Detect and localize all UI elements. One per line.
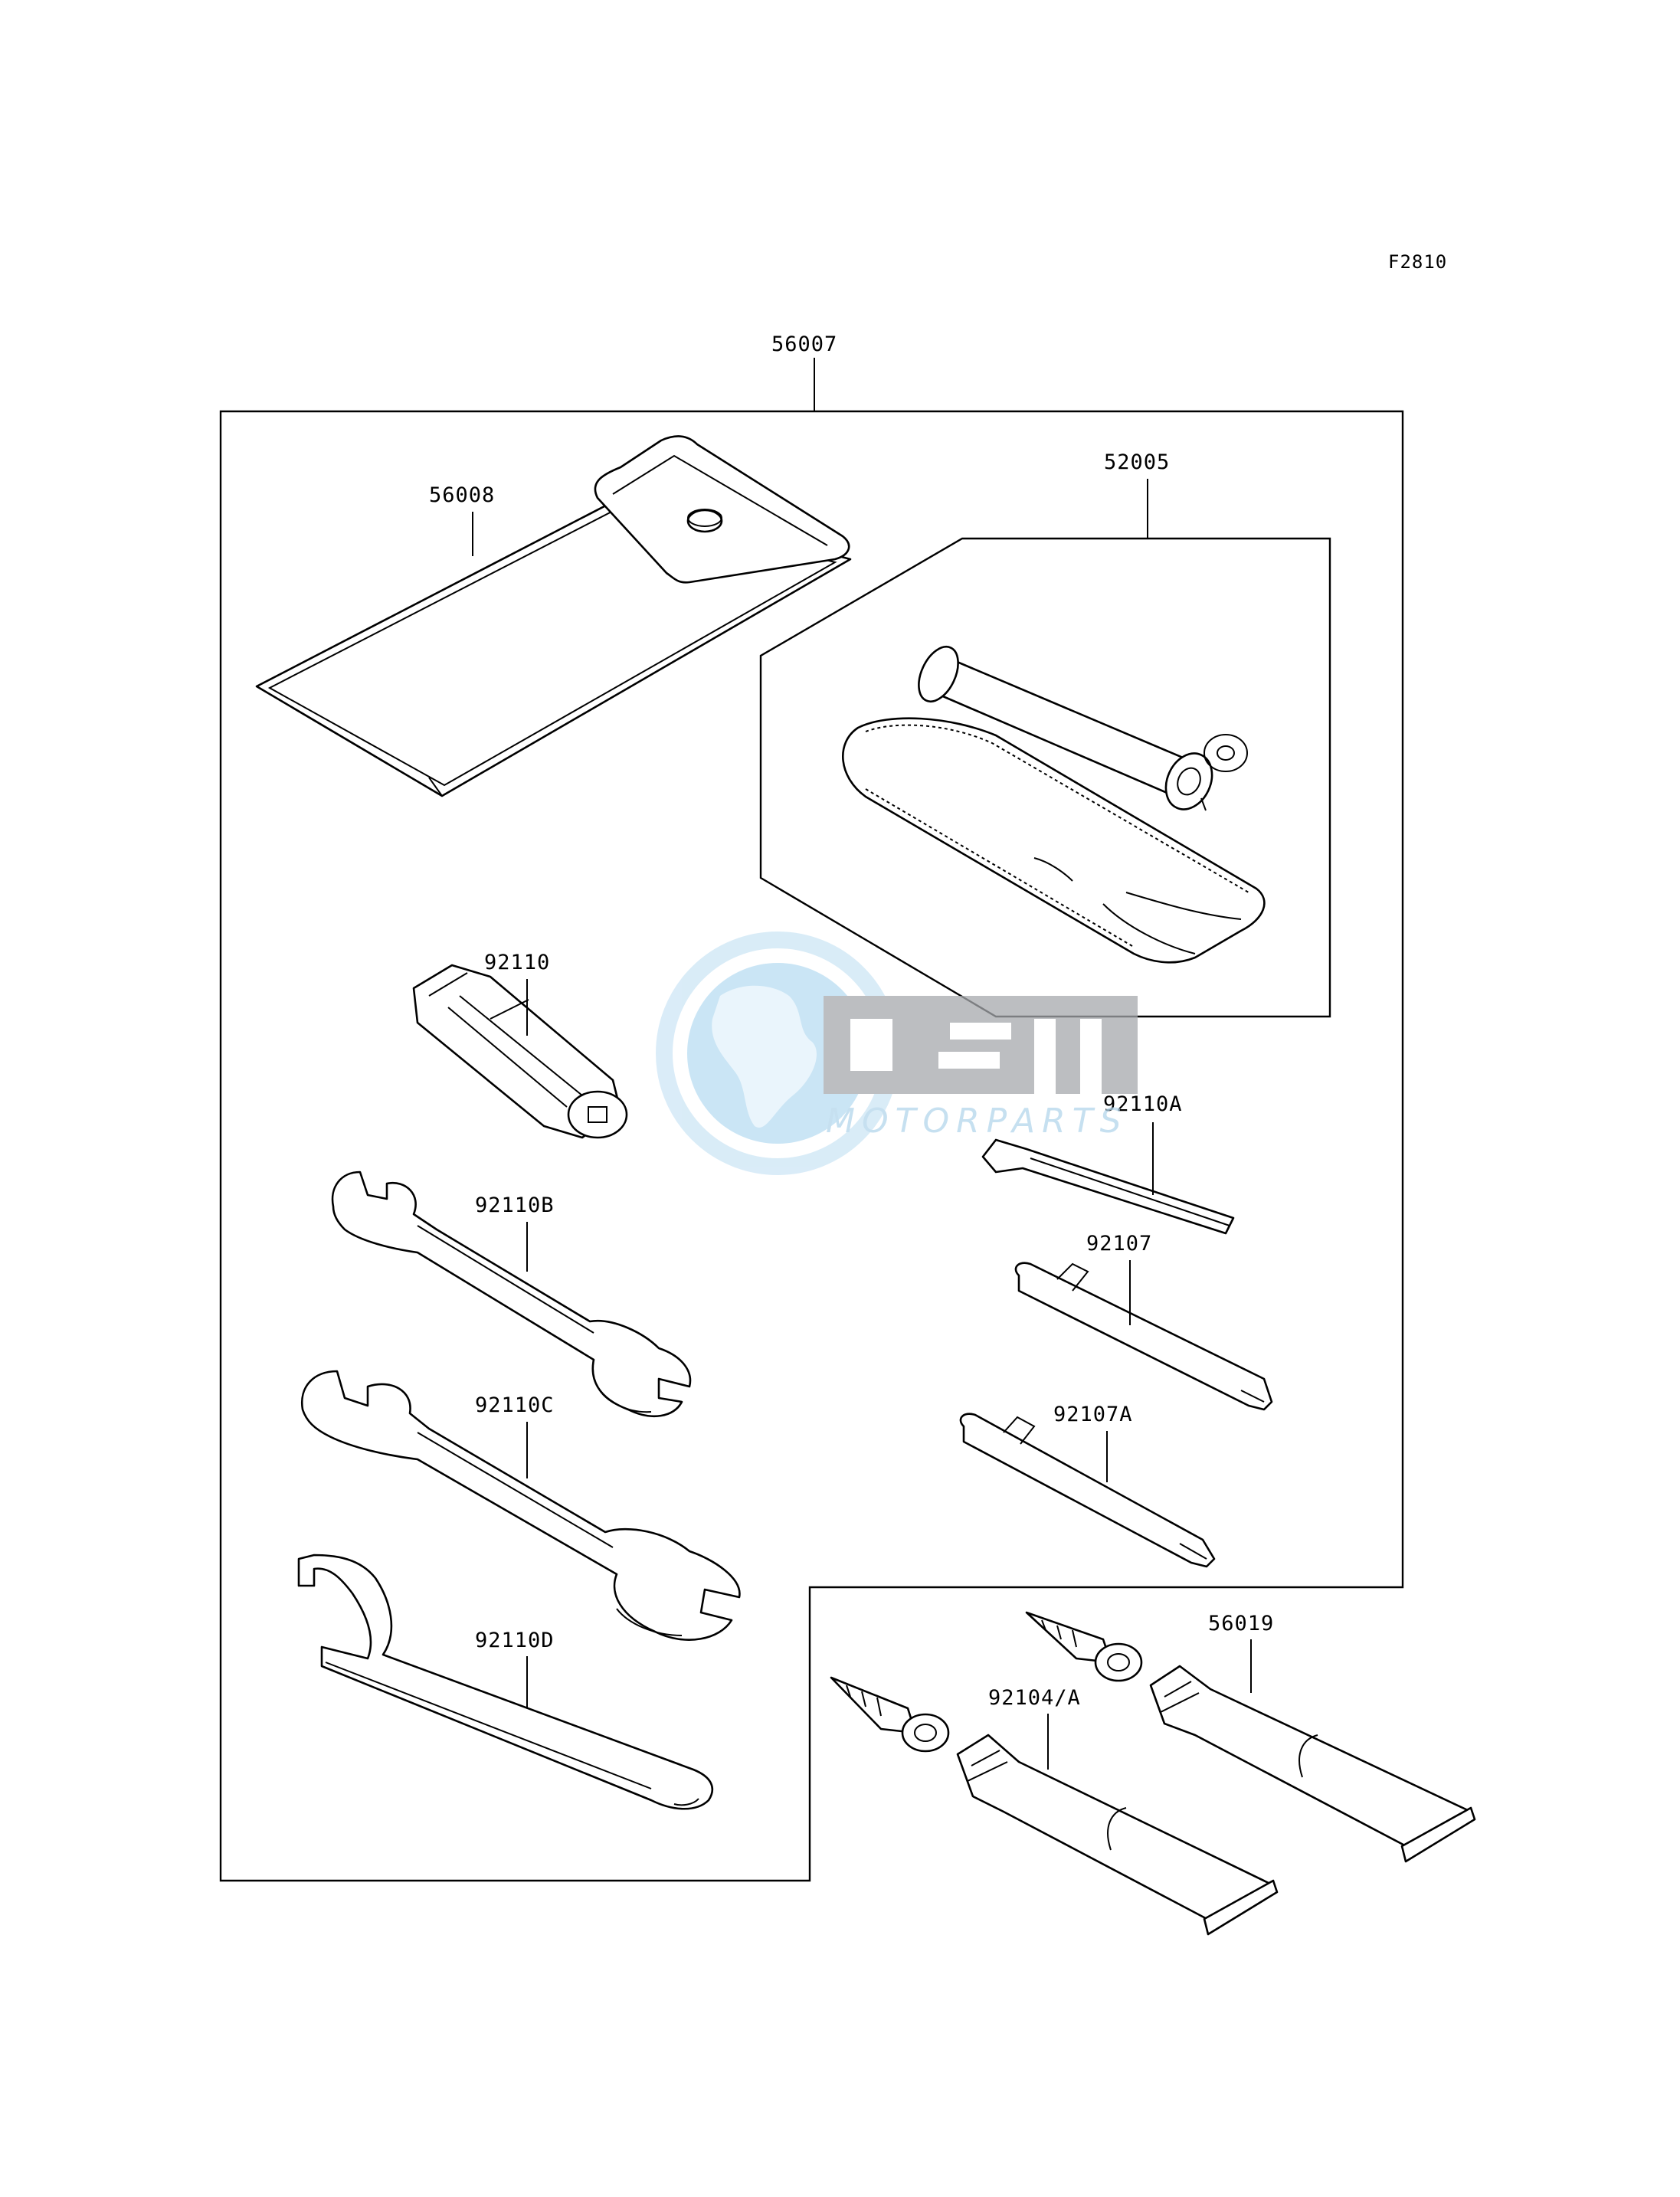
callout-92110[interactable]: 92110	[484, 951, 550, 974]
screwdriver-a-part[interactable]	[959, 1413, 1216, 1568]
tool-kit-outline	[219, 410, 1404, 1882]
open-end-wrench-large-part[interactable]	[300, 1370, 741, 1641]
tube-wrench-part[interactable]	[911, 640, 1248, 817]
figure-code: F2810	[1388, 251, 1447, 273]
callout-92110B[interactable]: 92110B	[475, 1193, 555, 1217]
callout-92104A[interactable]: 92104/A	[988, 1686, 1081, 1710]
callout-56007[interactable]: 56007	[771, 332, 837, 356]
callout-92107A[interactable]: 92107A	[1053, 1403, 1133, 1426]
hook-spanner-part[interactable]	[297, 1554, 713, 1810]
callout-56008[interactable]: 56008	[429, 483, 495, 507]
open-end-wrench-small-part[interactable]	[331, 1171, 692, 1418]
grease-tube-lower-part[interactable]	[830, 1676, 1279, 1936]
callout-92110C[interactable]: 92110C	[475, 1393, 555, 1417]
callout-52005[interactable]: 52005	[1104, 450, 1170, 474]
tool-pouch-part[interactable]	[255, 435, 852, 797]
grease-tube-upper-part[interactable]	[1025, 1611, 1476, 1863]
callout-92110D[interactable]: 92110D	[475, 1629, 555, 1652]
callout-92107[interactable]: 92107	[1086, 1232, 1152, 1256]
hex-key-part[interactable]	[981, 1138, 1235, 1235]
callout-56019[interactable]: 56019	[1208, 1612, 1274, 1635]
box-wrench-part[interactable]	[412, 964, 628, 1139]
screwdriver-part[interactable]	[1014, 1262, 1273, 1411]
watermark: MOTORPARTS	[656, 932, 1138, 1175]
watermark-tagline: MOTORPARTS	[826, 1102, 1128, 1141]
tool-bag-part[interactable]	[842, 717, 1266, 964]
callout-92110A[interactable]: 92110A	[1103, 1092, 1183, 1116]
